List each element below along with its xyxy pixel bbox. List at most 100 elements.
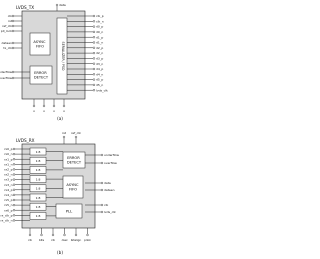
fig-b-input-pin: [12, 204, 16, 207]
fig-b-input-pin: [12, 188, 16, 191]
fig-a-error-detect-box: [29, 65, 53, 85]
fig-a-output-label: d4_n: [96, 72, 103, 76]
fig-b-output-pin: [100, 210, 104, 214]
fig-a-serializer-label: SERIALIZER / PSO: [61, 41, 65, 70]
fig-b-input-label: rx5_n: [4, 203, 12, 207]
fig-a-top-pin: [55, 3, 59, 7]
fig-b-bottom-pin: [51, 233, 55, 237]
fig-a-output-pin: [92, 57, 96, 60]
fig-a-input-label: tx_clk: [3, 46, 12, 50]
fig-a-output-pin: [92, 25, 96, 28]
fig-a-input-label: rst: [8, 19, 13, 23]
fig-a-output-pin: [92, 36, 96, 39]
fig-a-error-detect-label: ERROR DETECT: [34, 71, 49, 80]
fig-a-output-label: clk_p: [96, 14, 104, 18]
fig-a-output-pin: [92, 78, 96, 81]
fig-a-left-pins: clkrstref_clkpll_lockdataentx_clkunderfl…: [0, 14, 30, 80]
fig-b-bottom-label: bits: [39, 238, 45, 242]
fig-a-input-pin: [11, 41, 15, 45]
fig-a-right-pins: clk_pclk_nd0_pd0_nd1_pd1_nd2_pd2_nd3_pd3…: [67, 14, 108, 92]
fig-a-output-label: d0_n: [96, 30, 103, 34]
fig-a-output-label: lvds_clk: [96, 88, 108, 92]
fig-b-input-pin: [12, 178, 16, 181]
fig-b-bottom-label: bitalign: [71, 238, 82, 242]
fig-a-output-pin: [92, 14, 96, 18]
fig-b-deserializer-column: 1:81:81:81:81:81:81:81:8: [29, 147, 63, 220]
fig-a-output-pin: [92, 51, 96, 55]
fig-a-input-pin: [11, 14, 15, 18]
fig-b-deserializer-label: 1:8: [36, 214, 41, 218]
fig-b-input-label: rx2_n: [4, 173, 12, 177]
fig-b-input-pin: [12, 168, 16, 171]
fig-b-output-label: overflow: [104, 161, 117, 165]
fig-b-title: LVDS_RX: [16, 138, 35, 143]
fig-a-output-label: d3_n: [96, 62, 103, 66]
fig-b-input-label: rx4_p: [4, 188, 12, 192]
fig-a-bottom-label: o: [63, 109, 65, 113]
fig-b-bottom-label: dsel: [62, 238, 68, 242]
fig-a-bottom-pin: [62, 104, 66, 108]
fig-b-bottom-pin: [63, 233, 66, 237]
fig-b-bottom-pin: [40, 233, 43, 237]
fig-a-output-pin: [92, 73, 96, 76]
fig-a-output-pin: [92, 41, 96, 44]
fig-a-bottom-pin: [42, 104, 46, 108]
fig-b-input-pin: [12, 193, 16, 196]
fig-b-input-pin: [12, 147, 16, 151]
fig-b-deserializer-label: 1:8: [36, 159, 41, 163]
fig-a-output-label: underflow: [0, 70, 13, 74]
fig-a-output-label: clk_n: [96, 19, 104, 23]
fig-b-top-label: rst: [62, 131, 67, 135]
fig-b-input-pin: [12, 183, 16, 186]
fig-a-output-pin: [11, 76, 15, 80]
fig-b-output-pin: [100, 203, 104, 207]
fig-a-input-label: ref_clk: [2, 24, 12, 28]
fig-a-output-label: d1_n: [96, 41, 103, 45]
fig-b-input-pin: [12, 214, 16, 217]
fig-b-output-label: lvds_clk: [104, 210, 116, 214]
fig-a-bottom-pin: [52, 104, 56, 108]
fig-b-bottom-pin: [74, 233, 78, 237]
fig-a-output-label: d2_n: [96, 51, 103, 55]
fig-b-input-pin: [12, 209, 16, 212]
fig-b-input-label: rx2_p: [4, 168, 12, 172]
fig-b-deserializer-label: 1:8: [36, 205, 41, 209]
fig-a-input-pin: [11, 24, 15, 28]
fig-b-input-label: rx5_p: [4, 198, 12, 202]
fig-b-input-pin: [12, 219, 16, 222]
fig-a-output-pin: [92, 67, 96, 71]
fig-a-output-pin: [92, 46, 96, 49]
fig-b-async-fifo-box: [62, 175, 84, 199]
fig-b-input-label: rx4_n: [4, 193, 12, 197]
fig-a-input-pin: [11, 29, 15, 33]
fig-a-title: LVDS_TX: [16, 5, 34, 10]
fig-a-output-label: overflow: [0, 76, 13, 80]
fig-b-input-label: rx_clk_n: [0, 219, 12, 223]
fig-a-input-label: pll_lock: [1, 29, 12, 33]
fig-b-input-pin: [12, 173, 16, 176]
fig-b-bottom-pin: [86, 233, 89, 237]
fig-b-top-pin: [74, 135, 78, 139]
fig-a-output-pin: [11, 70, 15, 74]
fig-b-top-label: ref_clk: [71, 131, 81, 135]
fig-b-output-pin: [100, 153, 104, 157]
fig-b-input-label: rx3_n: [4, 183, 12, 187]
fig-b-bottom-label: clk: [28, 238, 32, 242]
fig-b-input-pin: [12, 163, 16, 166]
fig-b-caption: (b): [57, 250, 63, 255]
fig-b-bottom-pin: [28, 233, 32, 237]
fig-b-input-label: rx3_p: [4, 178, 12, 182]
fig-a-output-label: d2_p: [96, 46, 103, 50]
fig-a-input-label: clk: [8, 14, 12, 18]
fig-a-output-label: d3_p: [96, 57, 103, 61]
fig-a-input-pin: [11, 19, 15, 23]
fig-b-input-label: rx0_p: [4, 147, 12, 151]
fig-b-deserializer-label: 1:8: [36, 187, 41, 191]
fig-a-output-pin: [92, 62, 96, 65]
fig-b-deserializer-label: 1:8: [36, 168, 41, 172]
fig-b-output-label: data: [104, 181, 111, 185]
